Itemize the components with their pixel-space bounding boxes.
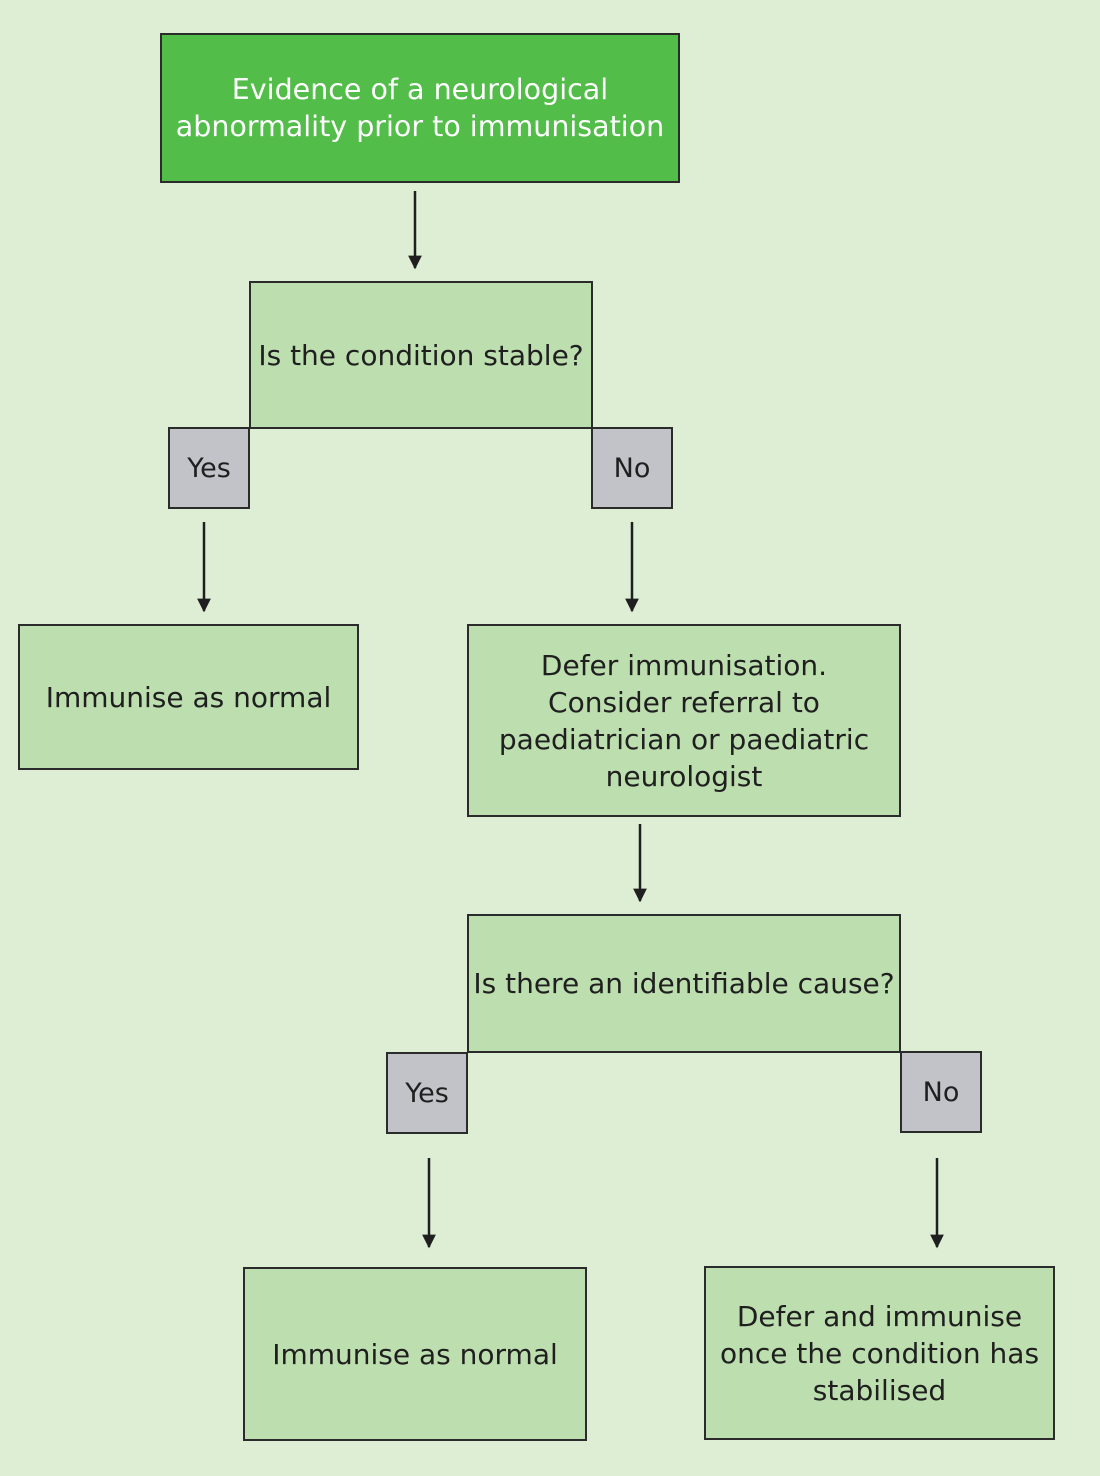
q2-yes-label-text: Yes [405, 1077, 449, 1109]
q2-no-label: No [900, 1051, 982, 1133]
q2-no-label-text: No [922, 1076, 960, 1108]
question-condition-stable: Is the condition stable? [249, 281, 593, 429]
question-identifiable-cause: Is there an identifiable cause? [467, 914, 901, 1053]
question-condition-stable-text: Is the condition stable? [258, 338, 584, 372]
q1-no-label: No [591, 427, 673, 509]
result-immunise-normal-1: Immunise as normal [18, 624, 359, 770]
result-immunise-normal-1-text: Immunise as normal [45, 680, 332, 714]
q1-no-label-text: No [613, 452, 651, 484]
q2-yes-label: Yes [386, 1052, 468, 1134]
result-immunise-normal-2: Immunise as normal [243, 1267, 587, 1441]
q1-yes-label-text: Yes [187, 452, 231, 484]
result-defer-referral-text: Defer immunisation. Consider referral to… [498, 648, 870, 793]
result-defer-stabilised-text: Defer and immunise once the condition ha… [719, 1299, 1040, 1407]
q1-yes-label: Yes [168, 427, 250, 509]
start-node: Evidence of a neurological abnormality p… [160, 33, 680, 183]
question-identifiable-cause-text: Is there an identifiable cause? [473, 967, 895, 1000]
result-defer-stabilised: Defer and immunise once the condition ha… [704, 1266, 1055, 1440]
result-defer-referral: Defer immunisation. Consider referral to… [467, 624, 901, 817]
result-immunise-normal-2-text: Immunise as normal [272, 1337, 558, 1371]
start-node-text: Evidence of a neurological abnormality p… [175, 73, 665, 143]
